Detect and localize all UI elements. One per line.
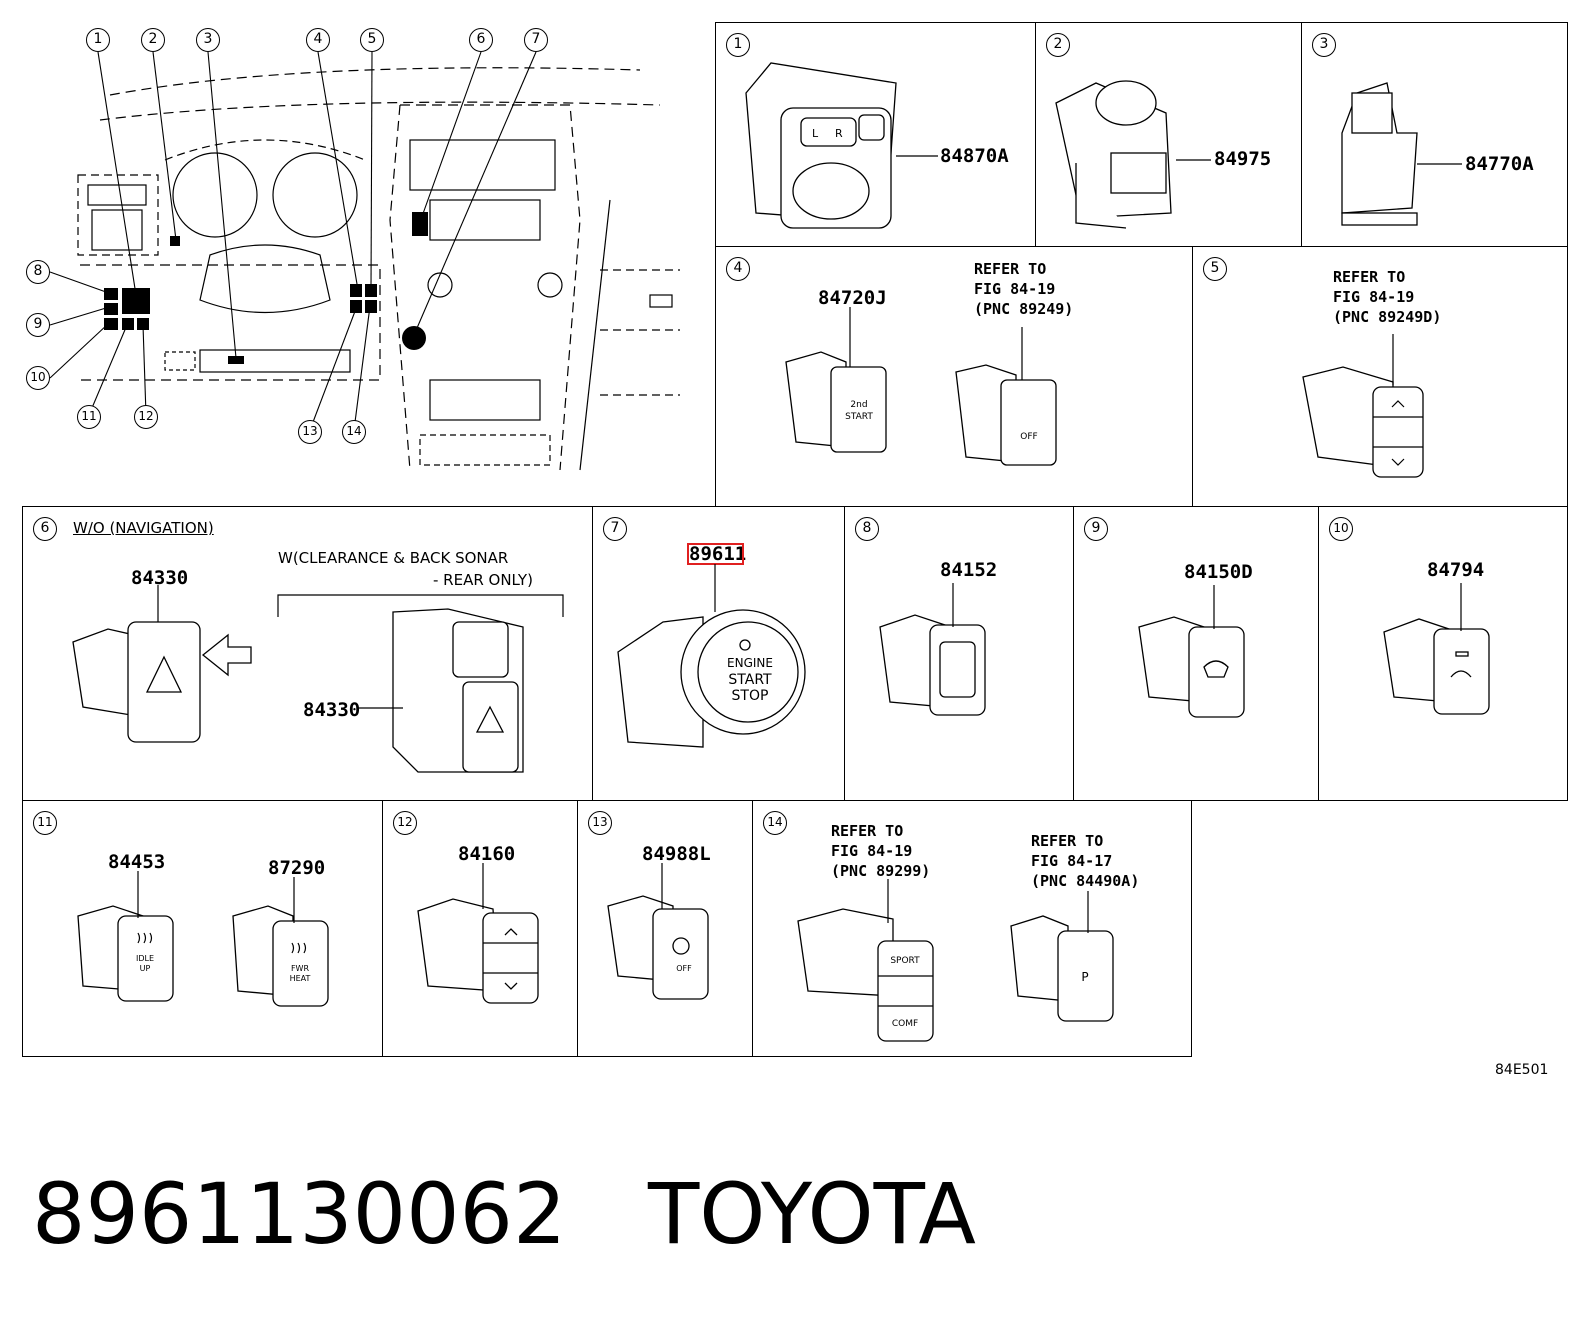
cell-7[interactable]: 7 89611 ENGINE START STOP xyxy=(592,506,845,801)
cell-12[interactable]: 12 84160 xyxy=(382,800,578,1057)
idle-label: IDLE xyxy=(136,954,154,963)
cell-number: 3 xyxy=(1312,33,1336,57)
sport-label: SPORT xyxy=(890,956,920,966)
cell-number: 6 xyxy=(33,517,57,541)
switch-illustration xyxy=(1302,334,1424,478)
note-line-1: W(CLEARANCE & BACK SONAR xyxy=(278,549,509,567)
part-number[interactable]: 84160 xyxy=(458,843,516,865)
cell-5[interactable]: 5 REFER TO FIG 84-19 (PNC 89249D) xyxy=(1192,246,1568,507)
note-line-2: - REAR ONLY) xyxy=(433,571,533,589)
part-number[interactable]: 84794 xyxy=(1427,559,1485,581)
cell-number: 14 xyxy=(763,811,787,835)
callout-6[interactable]: 6 xyxy=(469,28,493,52)
reference-note[interactable]: REFER TO FIG 84-19 (PNC 89249) xyxy=(974,260,1074,318)
part-number[interactable]: 84720J xyxy=(818,287,887,309)
part-number-a[interactable]: 84453 xyxy=(108,851,166,873)
part-number[interactable]: 84975 xyxy=(1214,148,1272,170)
cell-number: 13 xyxy=(588,811,612,835)
cell-number: 10 xyxy=(1329,517,1353,541)
cell-number: 5 xyxy=(1203,257,1227,281)
reference-note-a[interactable]: REFER TO FIG 84-19 (PNC 89299) xyxy=(831,822,931,880)
switch-illustration xyxy=(417,863,539,1004)
cell-number: 1 xyxy=(726,33,750,57)
callout-13[interactable]: 13 xyxy=(298,420,322,444)
callout-10[interactable]: 10 xyxy=(26,366,50,390)
callout-1[interactable]: 1 xyxy=(86,28,110,52)
dashboard-overview: 1 2 3 4 5 6 7 8 9 10 11 12 13 14 xyxy=(0,0,700,471)
cell-6[interactable]: 6 W/O (NAVIGATION) W(CLEARANCE & BACK SO… xyxy=(22,506,593,801)
cell-9[interactable]: 9 84150D xyxy=(1073,506,1319,801)
part-number-b[interactable]: 84330 xyxy=(303,699,361,721)
cell-number: 8 xyxy=(855,517,879,541)
callout-7[interactable]: 7 xyxy=(524,28,548,52)
cell-number: 11 xyxy=(33,811,57,835)
hazard-switch-illustrations xyxy=(72,585,564,773)
cell-number: 9 xyxy=(1084,517,1108,541)
up-label: UP xyxy=(140,964,151,973)
dimmer-switch-illustration xyxy=(1055,80,1211,229)
callout-9[interactable]: 9 xyxy=(26,313,50,337)
svg-text:R: R xyxy=(835,127,843,140)
cell-8[interactable]: 8 84152 xyxy=(844,506,1074,801)
part-number-large: 8961130062 xyxy=(32,1165,567,1263)
cell-13[interactable]: 13 84988L OFF xyxy=(577,800,753,1057)
switch-label-off: OFF xyxy=(1020,432,1037,442)
callout-5[interactable]: 5 xyxy=(360,28,384,52)
brand-name: TOYOTA xyxy=(648,1165,976,1263)
switch-illustration xyxy=(879,583,986,716)
fwr-label: FWR xyxy=(291,964,310,973)
cell-2[interactable]: 2 84975 xyxy=(1035,22,1302,247)
part-number[interactable]: 84770A xyxy=(1465,153,1534,175)
switch-label-bottom: START xyxy=(845,412,873,422)
comf-label: COMF xyxy=(892,1019,918,1029)
parking-label: P xyxy=(1081,970,1088,984)
part-number-a[interactable]: 84330 xyxy=(131,567,189,589)
callout-14[interactable]: 14 xyxy=(342,420,366,444)
cell-number: 12 xyxy=(393,811,417,835)
engine-label: ENGINE xyxy=(727,656,773,670)
callout-8[interactable]: 8 xyxy=(26,260,50,284)
part-number[interactable]: 84870A xyxy=(940,145,1009,167)
cell-14[interactable]: 14 REFER TO FIG 84-19 (PNC 89299) REFER … xyxy=(752,800,1192,1057)
switch-illustration: OFF xyxy=(607,863,709,1000)
callout-3[interactable]: 3 xyxy=(196,28,220,52)
cell-4[interactable]: 4 84720J REFER TO FIG 84-19 (PNC 89249) … xyxy=(715,246,1193,507)
switch-illustration xyxy=(1138,585,1245,718)
connector-illustration xyxy=(1341,82,1462,226)
part-number[interactable]: 84152 xyxy=(940,559,998,581)
callout-12[interactable]: 12 xyxy=(134,405,158,429)
cell-10[interactable]: 10 84794 xyxy=(1318,506,1568,801)
cell-number: 7 xyxy=(603,517,627,541)
engine-start-button-illustration: ENGINE START STOP xyxy=(617,564,806,748)
svg-text:L: L xyxy=(812,127,819,140)
reference-note[interactable]: REFER TO FIG 84-19 (PNC 89249D) xyxy=(1333,268,1442,326)
start-label: START xyxy=(728,672,772,688)
switch-label-top: 2nd xyxy=(850,400,867,410)
switch-illustration xyxy=(1383,583,1490,715)
dashboard-line-art xyxy=(49,51,680,471)
cell-11[interactable]: 11 84453 87290 IDLE UP FWR HEAT xyxy=(22,800,383,1057)
cell-number: 4 xyxy=(726,257,750,281)
cell-number: 2 xyxy=(1046,33,1070,57)
switch-illustrations: IDLE UP FWR HEAT xyxy=(77,871,329,1007)
part-number[interactable]: 84988L xyxy=(642,843,711,865)
section-title: W/O (NAVIGATION) xyxy=(73,519,214,537)
reference-note-b[interactable]: REFER TO FIG 84-17 (PNC 84490A) xyxy=(1031,832,1140,890)
figure-code: 84E501 xyxy=(1495,1062,1549,1078)
part-number[interactable]: 84150D xyxy=(1184,561,1253,583)
switch-illustrations: SPORT COMF P xyxy=(797,879,1114,1042)
heat-label: HEAT xyxy=(290,974,311,983)
switch-illustrations: 2nd START OFF xyxy=(785,307,1057,466)
stop-label: STOP xyxy=(732,688,769,704)
callout-11[interactable]: 11 xyxy=(77,405,101,429)
callout-4[interactable]: 4 xyxy=(306,28,330,52)
part-number-b[interactable]: 87290 xyxy=(268,857,326,879)
cell-3[interactable]: 3 84770A xyxy=(1301,22,1568,247)
callout-2[interactable]: 2 xyxy=(141,28,165,52)
off-label: OFF xyxy=(676,964,692,973)
part-number[interactable]: 89611 xyxy=(689,543,747,565)
